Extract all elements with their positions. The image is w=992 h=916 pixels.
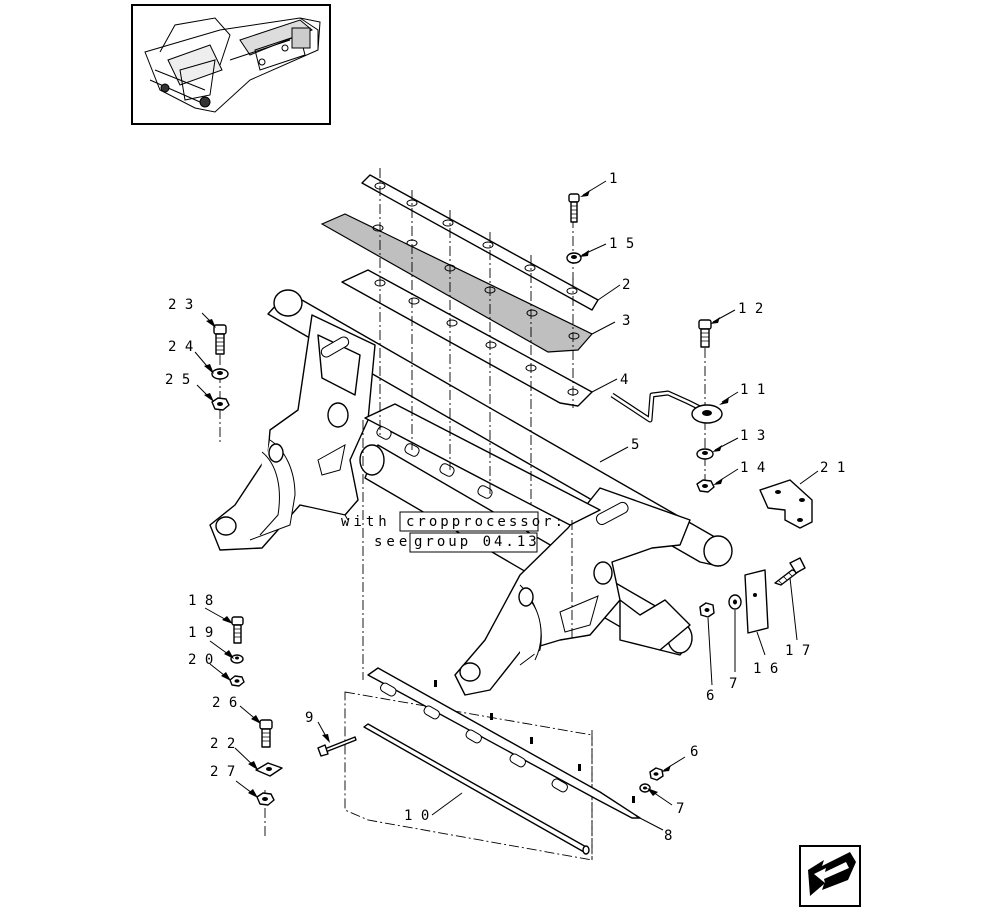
callout-labels: 1 1 5 2 3 4 5 1 2 1 1 1 3 1 4 2 1 2 3 2 … [165, 171, 845, 844]
nut-item-6-lower [649, 767, 664, 781]
callout-18: 1 8 [188, 593, 213, 609]
cropprocessor-note: with cropprocessor: see group 04.13 [341, 511, 566, 553]
callout-17: 1 7 [785, 643, 810, 659]
callout-20: 2 0 [188, 652, 213, 668]
bolt-item-26 [259, 719, 273, 748]
washer-item-13 [696, 448, 714, 460]
washer-item-7-right [728, 594, 742, 610]
stripper-bar-item-8 [367, 667, 641, 819]
callout-9: 9 [305, 710, 313, 726]
callout-6-right: 6 [706, 688, 714, 704]
callout-8: 8 [664, 828, 672, 844]
nut-item-6-right [699, 602, 715, 618]
callout-12: 1 2 [738, 301, 763, 317]
frame-rollers [364, 403, 601, 526]
washer-item-15 [566, 252, 582, 264]
callout-22: 2 2 [210, 736, 235, 752]
thumbnail-machine-sketch [144, 17, 321, 113]
callout-19: 1 9 [188, 625, 213, 641]
previous-page-arrow-icon[interactable] [799, 845, 861, 907]
callout-3: 3 [622, 313, 630, 329]
callout-25: 2 5 [165, 372, 190, 388]
note-line-2-prefix: see [374, 534, 411, 550]
callout-10: 1 0 [404, 808, 429, 824]
callout-6-lower: 6 [690, 744, 698, 760]
nut-item-27 [256, 792, 275, 806]
callout-11: 1 1 [740, 382, 765, 398]
washer-item-7-lower [639, 783, 651, 793]
callout-15: 1 5 [609, 236, 634, 252]
nut-item-25 [211, 397, 230, 411]
callout-2: 2 [622, 277, 630, 293]
bolt-item-12 [698, 319, 712, 348]
callout-14: 1 4 [740, 460, 765, 476]
square-washer-item-22 [255, 762, 283, 777]
note-line-1-boxed: cropprocessor: [406, 514, 566, 530]
shaft-item-10 [363, 723, 590, 855]
washer-item-19 [230, 654, 244, 664]
bolt-item-18 [231, 616, 244, 644]
nut-item-14 [696, 479, 715, 493]
callout-5: 5 [631, 437, 639, 453]
callout-7-right: 7 [729, 676, 737, 692]
callout-24: 2 4 [168, 339, 193, 355]
callout-7-lower: 7 [676, 801, 684, 817]
callout-26: 2 6 [212, 695, 237, 711]
bolt-item-17 [774, 557, 806, 586]
callout-27: 2 7 [210, 764, 235, 780]
plate-item-16 [744, 569, 769, 634]
callout-23: 2 3 [168, 297, 193, 313]
bottom-strip-item-4 [341, 269, 593, 407]
callout-16: 1 6 [753, 661, 778, 677]
callout-21: 2 1 [820, 460, 845, 476]
overview-thumbnail [131, 4, 331, 125]
pin-item-9 [317, 736, 357, 757]
bracket-item-21 [759, 479, 813, 529]
note-line-1-prefix: with [341, 514, 391, 530]
callout-leaders [194, 180, 819, 831]
bent-rod-item-11 [610, 390, 723, 424]
alignment-lines [219, 168, 706, 861]
nut-item-20 [229, 675, 245, 687]
callout-4: 4 [620, 372, 628, 388]
callout-1: 1 [609, 171, 617, 187]
bolt-item-1 [568, 193, 580, 223]
bolt-item-23 [213, 324, 227, 355]
washer-item-24 [211, 368, 229, 380]
callout-13: 1 3 [740, 428, 765, 444]
note-line-2-boxed: group 04.13 [414, 534, 540, 550]
